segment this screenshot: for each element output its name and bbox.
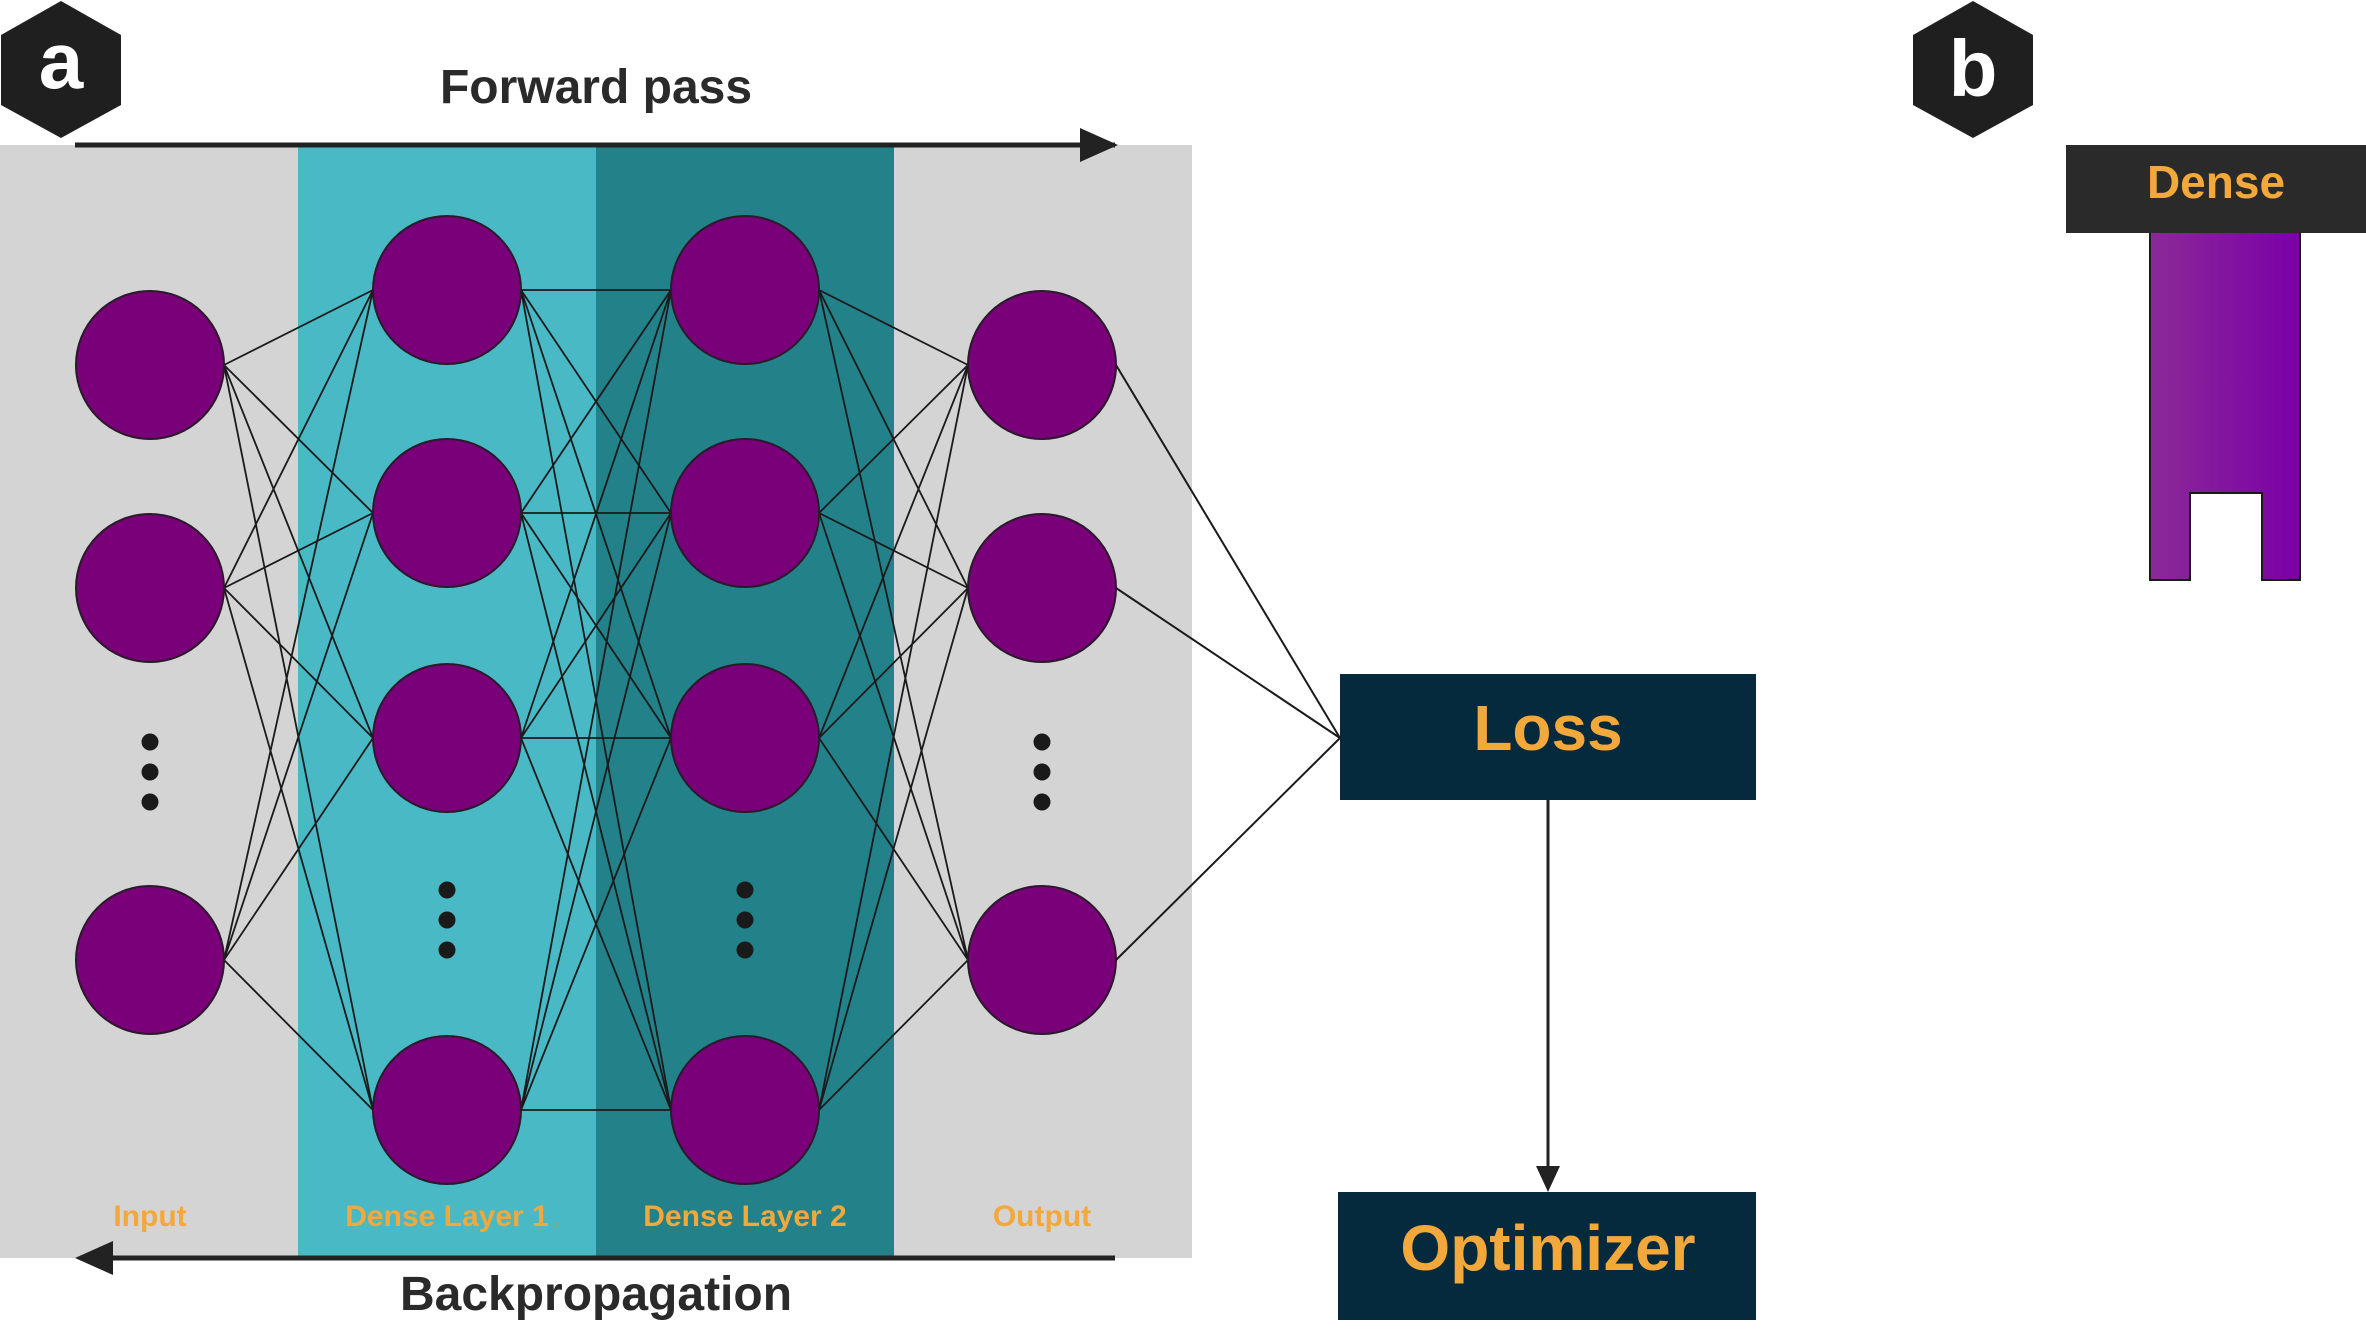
connections	[223, 289, 969, 1111]
loss-label: Loss	[1473, 692, 1622, 764]
neuron-node	[670, 215, 820, 365]
ellipsis-dots	[141, 733, 1051, 959]
dense-block-body	[2149, 231, 2301, 581]
dense-block-header	[2066, 145, 2366, 233]
connection-line	[818, 364, 969, 514]
connection-line	[520, 289, 672, 739]
ellipsis-dot	[1033, 763, 1051, 781]
backpropagation-label: Backpropagation	[400, 1268, 792, 1321]
connection-line	[223, 289, 374, 366]
ellipsis-dot	[438, 941, 456, 959]
connection-line	[818, 364, 969, 1111]
panel-b-letter: b	[1949, 24, 1998, 113]
connection-line	[818, 289, 969, 366]
forward-pass-label: Forward pass	[440, 61, 752, 114]
loss-box	[1340, 674, 1756, 800]
connection-line	[818, 289, 969, 961]
ellipsis-dot	[438, 881, 456, 899]
connection-line	[223, 512, 374, 589]
dense-layer-1-label: Dense Layer 1	[345, 1200, 548, 1233]
backpropagation-arrowhead	[75, 1241, 113, 1275]
input-layer-label: Input	[113, 1200, 186, 1233]
panel-a-badge	[1, 1, 121, 138]
connection-line	[223, 737, 374, 961]
forward-pass-arrowhead	[1080, 128, 1118, 162]
neuron-node	[670, 1035, 820, 1185]
loss-to-optimizer-arrowhead	[1536, 1166, 1560, 1192]
neurons	[75, 215, 1117, 1185]
dense-block-label: Dense	[2147, 156, 2285, 208]
connection-line	[520, 512, 672, 1111]
connection-line	[520, 512, 672, 739]
panel-b-badge	[1913, 1, 2033, 138]
neuron-node	[372, 438, 522, 588]
ellipsis-dot	[141, 763, 159, 781]
neuron-node	[967, 885, 1117, 1035]
optimizer-box	[1338, 1192, 1756, 1320]
dense-layer-2-label: Dense Layer 2	[643, 1200, 846, 1233]
connection-line	[818, 364, 969, 739]
neuron-node	[75, 885, 225, 1035]
neuron-node	[75, 513, 225, 663]
connection-line	[520, 737, 672, 1111]
connection-line	[223, 289, 374, 589]
neuron-node	[670, 663, 820, 813]
optimizer-label: Optimizer	[1400, 1212, 1695, 1284]
connection-line	[520, 289, 672, 1111]
connection-line	[818, 959, 969, 1111]
ellipsis-dot	[438, 911, 456, 929]
panel-a-letter: a	[39, 16, 84, 105]
connection-line	[223, 959, 374, 1111]
neuron-node	[967, 513, 1117, 663]
connection-line	[818, 587, 969, 1111]
neuron-node	[372, 1035, 522, 1185]
ellipsis-dot	[736, 911, 754, 929]
ellipsis-dot	[1033, 733, 1051, 751]
connection-line	[520, 289, 672, 514]
connection-line	[818, 587, 969, 739]
neuron-node	[372, 663, 522, 813]
connection-line	[223, 587, 374, 739]
ellipsis-dot	[141, 793, 159, 811]
output-layer-label: Output	[993, 1200, 1091, 1233]
neuron-node	[967, 290, 1117, 440]
output-to-loss-connections	[1115, 364, 1341, 961]
connection-line	[223, 512, 374, 961]
ellipsis-dot	[736, 941, 754, 959]
neuron-node	[670, 438, 820, 588]
neuron-node	[75, 290, 225, 440]
connection-line	[223, 289, 374, 961]
ellipsis-dot	[1033, 793, 1051, 811]
ellipsis-dot	[736, 881, 754, 899]
ellipsis-dot	[141, 733, 159, 751]
neuron-node	[372, 215, 522, 365]
